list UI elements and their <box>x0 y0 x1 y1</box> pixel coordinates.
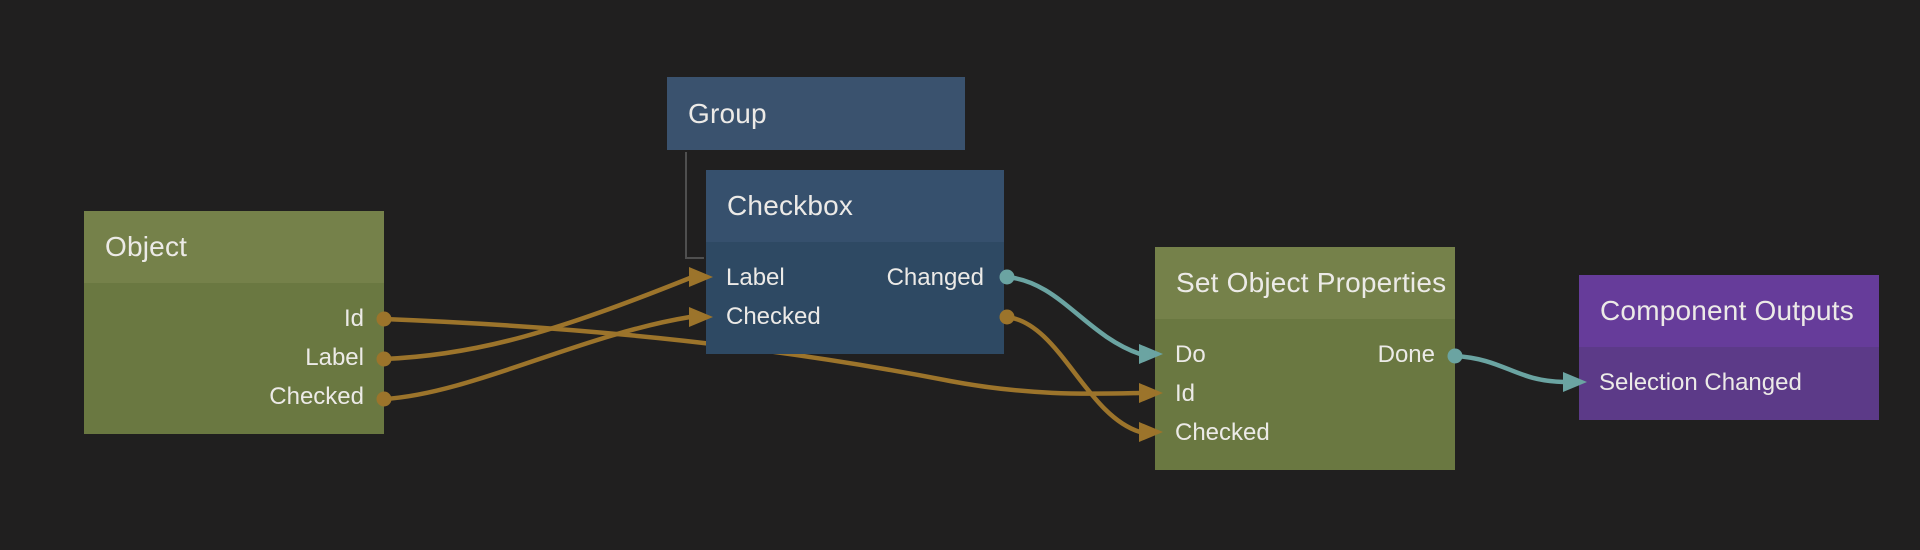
port-row-checked: Checked <box>706 297 1004 336</box>
port-row-label-changed: Label Changed <box>706 258 1004 297</box>
wire-set-done-to-compout-selection-changed[interactable] <box>1454 353 1565 385</box>
output-label-changed: Changed <box>886 264 984 291</box>
node-group[interactable]: Group <box>667 77 965 150</box>
node-ports: Label Changed Checked <box>706 242 1004 354</box>
node-title: Group <box>667 77 965 150</box>
wire-object-checked-to-checkbox-checked[interactable] <box>383 314 691 402</box>
node-title: Set Object Properties <box>1155 247 1455 319</box>
port-row-selection-changed: Selection Changed <box>1579 363 1879 402</box>
input-label-selection-changed: Selection Changed <box>1599 369 1802 396</box>
port-row-checked: Checked <box>84 377 384 416</box>
port-row-id: Id <box>1155 374 1455 413</box>
output-label-id: Id <box>343 305 364 332</box>
node-object[interactable]: Object Id Label Checked <box>84 211 384 434</box>
wire-object-id-to-set-id[interactable] <box>383 316 1141 396</box>
port-row-do-done: Do Done <box>1155 335 1455 374</box>
wire-checkbox-checked-to-set-checked[interactable] <box>1006 314 1141 435</box>
wire-checkbox-changed-to-set-do[interactable] <box>1006 274 1141 357</box>
port-row-checked: Checked <box>1155 413 1455 452</box>
input-label-id: Id <box>1175 380 1196 407</box>
output-label-checked: Checked <box>269 383 364 410</box>
node-ports: Id Label Checked <box>84 283 384 434</box>
node-set-object-properties[interactable]: Set Object Properties Do Done Id Checked <box>1155 247 1455 470</box>
port-row-id: Id <box>84 299 384 338</box>
node-checkbox[interactable]: Checkbox Label Changed Checked <box>706 170 1004 354</box>
node-title: Object <box>84 211 384 283</box>
input-label-checked: Checked <box>726 303 821 330</box>
node-title: Component Outputs <box>1579 275 1879 347</box>
node-ports: Selection Changed <box>1579 347 1879 420</box>
node-ports: Do Done Id Checked <box>1155 319 1455 470</box>
node-title: Checkbox <box>706 170 1004 242</box>
input-label-label: Label <box>726 264 785 291</box>
output-label-label: Label <box>305 344 364 371</box>
output-label-done: Done <box>1377 341 1435 368</box>
wire-object-label-to-checkbox-label[interactable] <box>383 275 691 362</box>
group-child-link[interactable] <box>685 152 704 259</box>
port-row-label: Label <box>84 338 384 377</box>
input-label-do: Do <box>1175 341 1206 368</box>
input-label-checked: Checked <box>1175 419 1270 446</box>
node-component-outputs[interactable]: Component Outputs Selection Changed <box>1579 275 1879 420</box>
